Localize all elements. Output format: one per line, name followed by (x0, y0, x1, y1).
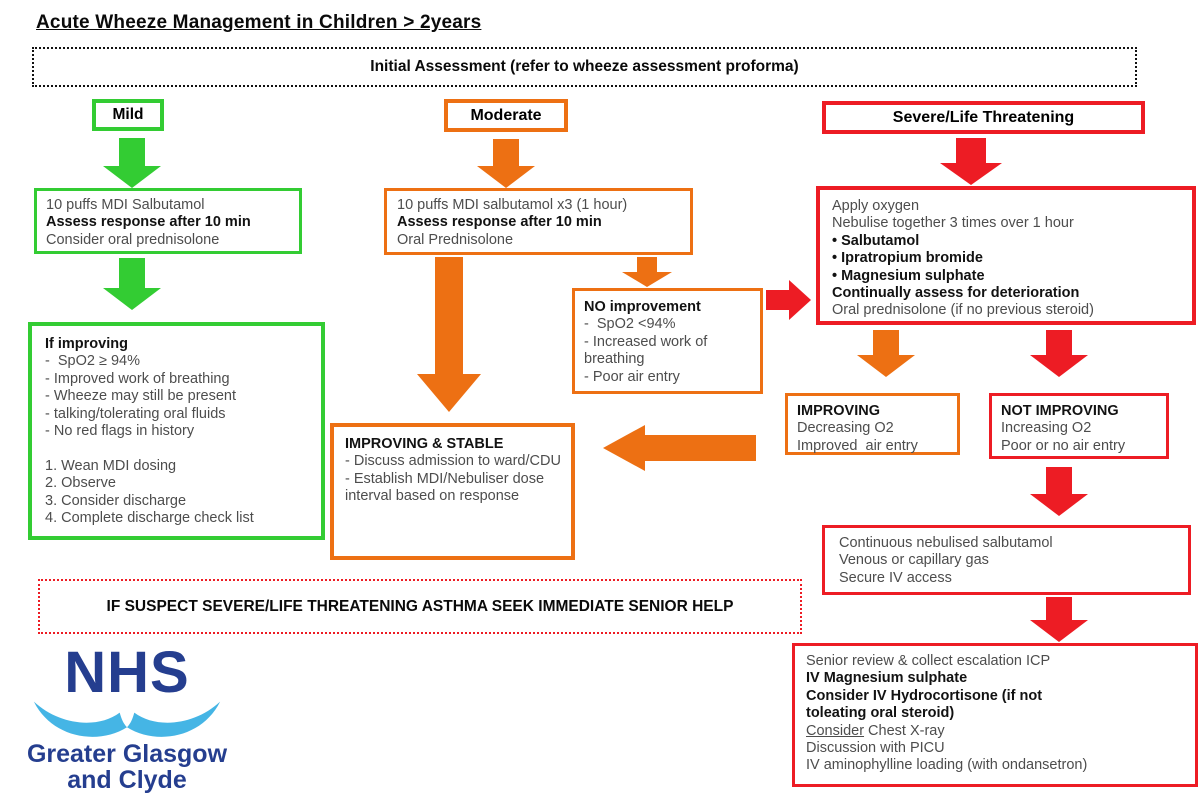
senior-help-warning-box: IF SUSPECT SEVERE/LIFE THREATENING ASTHM… (38, 579, 802, 634)
severe-label-box: Severe/Life Threatening (822, 101, 1145, 134)
severe-label: Severe/Life Threatening (892, 108, 1075, 126)
nhs-wave-icon (33, 701, 221, 737)
arrow-severe-to-improving (857, 330, 915, 377)
senior-help-warning-text: IF SUSPECT SEVERE/LIFE THREATENING ASTHM… (106, 597, 734, 615)
initial-assessment-text: Initial Assessment (refer to wheeze asse… (370, 58, 799, 75)
arrow-improving-to-stable (603, 425, 756, 471)
moderate-label: Moderate (470, 106, 542, 124)
arrow-not-improving-to-escalation (1030, 467, 1088, 516)
arrow-no-improvement-to-severe (766, 280, 811, 320)
mild-label: Mild (112, 106, 144, 123)
arrow-mild-to-treatment (103, 138, 161, 188)
initial-assessment-box: Initial Assessment (refer to wheeze asse… (32, 47, 1137, 87)
nhs-logo-text: NHS (64, 640, 190, 705)
no-improvement-box: NO improvement- SpO2 <94%- Increased wor… (572, 288, 763, 394)
arrow-mild-to-improving (103, 258, 161, 310)
arrow-severe-to-treatment (940, 138, 1002, 185)
moderate-treatment-box: 10 puffs MDI salbutamol x3 (1 hour)Asses… (384, 188, 693, 255)
arrow-severe-to-not-improving (1030, 330, 1088, 377)
arrow-moderate-to-treatment (477, 139, 535, 188)
arrow-moderate-to-no-improvement (622, 257, 672, 287)
nhs-org-line1: Greater Glasgow (26, 740, 228, 769)
page-title: Acute Wheeze Management in Children > 2y… (36, 12, 482, 33)
nhs-logo: NHS Greater Glasgow and Clyde (18, 640, 236, 794)
mild-label-box: Mild (92, 99, 164, 131)
nhs-org-line2: and Clyde (67, 765, 187, 794)
moderate-label-box: Moderate (444, 99, 568, 132)
mild-improving-box: If improving- SpO2 ≥ 94%- Improved work … (28, 322, 325, 540)
arrow-escalation-to-final (1030, 597, 1088, 642)
arrow-moderate-to-stable (417, 257, 481, 412)
improving-stable-box: IMPROVING & STABLE- Discuss admission to… (330, 423, 575, 560)
